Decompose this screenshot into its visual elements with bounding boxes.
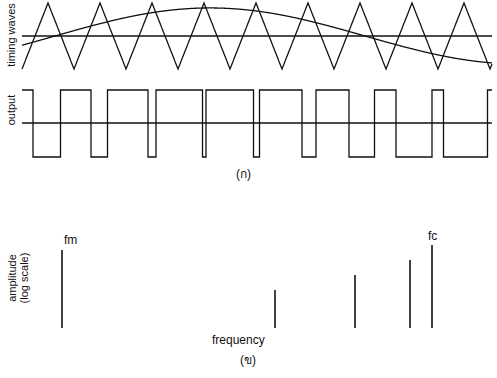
axis-label: timing waves — [5, 3, 17, 67]
pwm-output — [22, 90, 492, 157]
spectrum — [62, 245, 432, 328]
spectral-line — [274, 290, 276, 328]
axis-label: frequency — [212, 334, 265, 347]
figure-tag: (ข) — [240, 354, 256, 367]
axis-label: amplitude (log scale) — [6, 246, 30, 310]
spectral-line — [354, 275, 356, 328]
output-axis — [22, 122, 492, 123]
axis-label: output — [5, 95, 17, 126]
waveforms — [22, 3, 492, 157]
zero-axis — [22, 35, 492, 36]
spectral-line — [409, 260, 411, 328]
figure-tag: (ก) — [236, 168, 251, 181]
spectral-line — [431, 245, 433, 328]
frequency-marker: fc — [428, 230, 437, 243]
frequency-marker: fm — [64, 234, 77, 247]
sine-modulator — [22, 8, 492, 63]
spectral-line — [61, 250, 63, 328]
triangle-carrier — [22, 3, 492, 69]
